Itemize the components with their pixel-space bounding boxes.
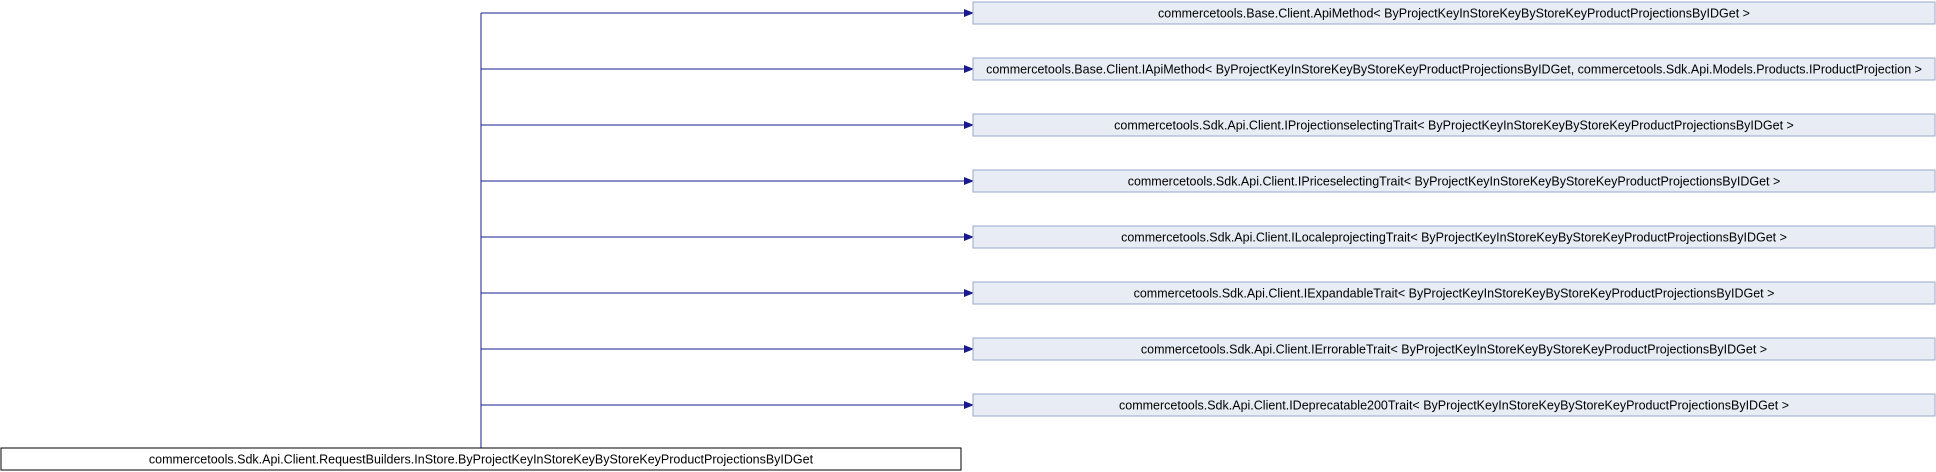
- base-class-box: [972, 113, 1936, 137]
- base-class-node[interactable]: commercetools.Base.Client.ApiMethod< ByP…: [972, 1, 1936, 25]
- derived-class-label: commercetools.Sdk.Api.Client.RequestBuil…: [149, 453, 814, 467]
- base-class-node[interactable]: commercetools.Sdk.Api.Client.IDeprecatab…: [972, 393, 1936, 417]
- base-class-box: [972, 337, 1936, 361]
- base-class-node[interactable]: commercetools.Sdk.Api.Client.ILocaleproj…: [972, 225, 1936, 249]
- base-class-box: [972, 169, 1936, 193]
- base-class-node[interactable]: commercetools.Sdk.Api.Client.IProjection…: [972, 113, 1936, 137]
- base-class-label: commercetools.Sdk.Api.Client.IProjection…: [1114, 119, 1794, 133]
- base-class-box: [972, 393, 1936, 417]
- base-class-box: [972, 281, 1936, 305]
- base-class-box: [972, 1, 1936, 25]
- inheritance-edges: [480, 9, 974, 448]
- base-class-label: commercetools.Sdk.Api.Client.IErrorableT…: [1141, 343, 1767, 357]
- base-class-node[interactable]: commercetools.Sdk.Api.Client.IErrorableT…: [972, 337, 1936, 361]
- base-class-label: commercetools.Sdk.Api.Client.IDeprecatab…: [1119, 399, 1789, 413]
- base-class-label: commercetools.Base.Client.ApiMethod< ByP…: [1158, 7, 1750, 21]
- base-class-label: commercetools.Sdk.Api.Client.IPriceselec…: [1128, 175, 1781, 189]
- base-class-box: [972, 225, 1936, 249]
- derived-class-node[interactable]: commercetools.Sdk.Api.Client.RequestBuil…: [0, 447, 962, 471]
- base-class-nodes: commercetools.Base.Client.ApiMethod< ByP…: [972, 1, 1936, 417]
- base-class-node[interactable]: commercetools.Sdk.Api.Client.IPriceselec…: [972, 169, 1936, 193]
- base-class-node[interactable]: commercetools.Sdk.Api.Client.IExpandable…: [972, 281, 1936, 305]
- base-class-label: commercetools.Base.Client.IApiMethod< By…: [986, 63, 1922, 77]
- base-class-label: commercetools.Sdk.Api.Client.ILocaleproj…: [1121, 231, 1787, 245]
- base-class-box: [972, 57, 1936, 81]
- base-class-label: commercetools.Sdk.Api.Client.IExpandable…: [1134, 287, 1775, 301]
- base-class-node[interactable]: commercetools.Base.Client.IApiMethod< By…: [972, 57, 1936, 81]
